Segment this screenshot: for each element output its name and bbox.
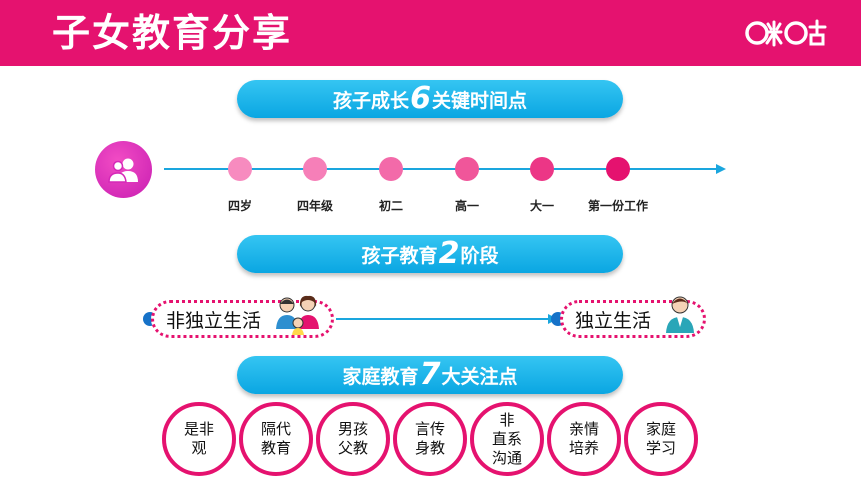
banner-number: 7 [419, 357, 441, 392]
timeline-dot [228, 157, 252, 181]
banner-prefix: 孩子教育 [361, 244, 438, 267]
focus-circle: 男孩父教 [316, 402, 390, 476]
focus-text: 沟通 [491, 448, 522, 467]
stage-independent: 独立生活 [560, 296, 706, 338]
timeline-dot [455, 157, 479, 181]
timeline-label: 四年级 [296, 199, 334, 213]
page-title: 子女教育分享 [52, 11, 293, 55]
stage-label: 独立生活 [575, 309, 652, 332]
banner-suffix: 关键时间点 [431, 89, 527, 112]
section-banner-focus: 家庭教育 7 大关注点 [237, 356, 623, 394]
banner-suffix: 大关注点 [441, 365, 518, 388]
migu-logo [745, 16, 831, 50]
timeline-dot [606, 157, 630, 181]
focus-text: 学习 [645, 439, 676, 457]
focus-circle: 家庭学习 [624, 402, 698, 476]
focus-text: 直系 [491, 429, 522, 448]
family-icon [276, 295, 319, 335]
header-bar: 子女教育分享 [0, 0, 861, 66]
focus-text: 隔代 [260, 420, 291, 438]
stage-arrow [336, 314, 558, 324]
timeline-label: 四岁 [227, 199, 253, 213]
timeline-label: 初二 [378, 199, 404, 213]
focus-text: 培养 [568, 439, 599, 457]
focus-text: 非 [499, 410, 515, 429]
focus-circle: 非直系沟通 [470, 402, 544, 476]
focus-text: 是非 [183, 420, 214, 438]
people-icon [107, 158, 138, 183]
timeline-dot [379, 157, 403, 181]
timeline-label: 第一份工作 [587, 199, 649, 213]
stage-dependent: 非独立生活 [151, 295, 334, 338]
migu-logo-icon [745, 19, 827, 47]
banner-prefix: 孩子成长 [333, 89, 410, 112]
section-banner-growth: 孩子成长 6 关键时间点 [237, 80, 623, 118]
timeline-label: 大一 [529, 199, 555, 213]
banner-number: 2 [438, 236, 460, 271]
stage-label: 非独立生活 [166, 309, 262, 332]
focus-text: 言传 [414, 420, 445, 438]
focus-text: 教育 [260, 439, 291, 457]
focus-text: 身教 [414, 439, 445, 457]
focus-circle: 亲情培养 [547, 402, 621, 476]
focus-text: 父教 [337, 439, 368, 457]
people-icon-circle [95, 141, 152, 198]
focus-text: 男孩 [337, 420, 368, 438]
timeline-label: 高一 [454, 199, 480, 213]
banner-suffix: 阶段 [460, 244, 499, 267]
focus-circle: 隔代教育 [239, 402, 313, 476]
focus-text: 观 [191, 439, 207, 457]
section-banner-stages: 孩子教育 2 阶段 [237, 235, 623, 273]
adult-icon [666, 296, 694, 333]
banner-prefix: 家庭教育 [342, 365, 419, 388]
focus-circle: 言传身教 [393, 402, 467, 476]
focus-circle: 是非观 [162, 402, 236, 476]
focus-text: 家庭 [645, 420, 676, 438]
banner-number: 6 [410, 81, 431, 116]
timeline-dot [530, 157, 554, 181]
focus-text: 亲情 [568, 420, 599, 438]
timeline-dot [303, 157, 327, 181]
